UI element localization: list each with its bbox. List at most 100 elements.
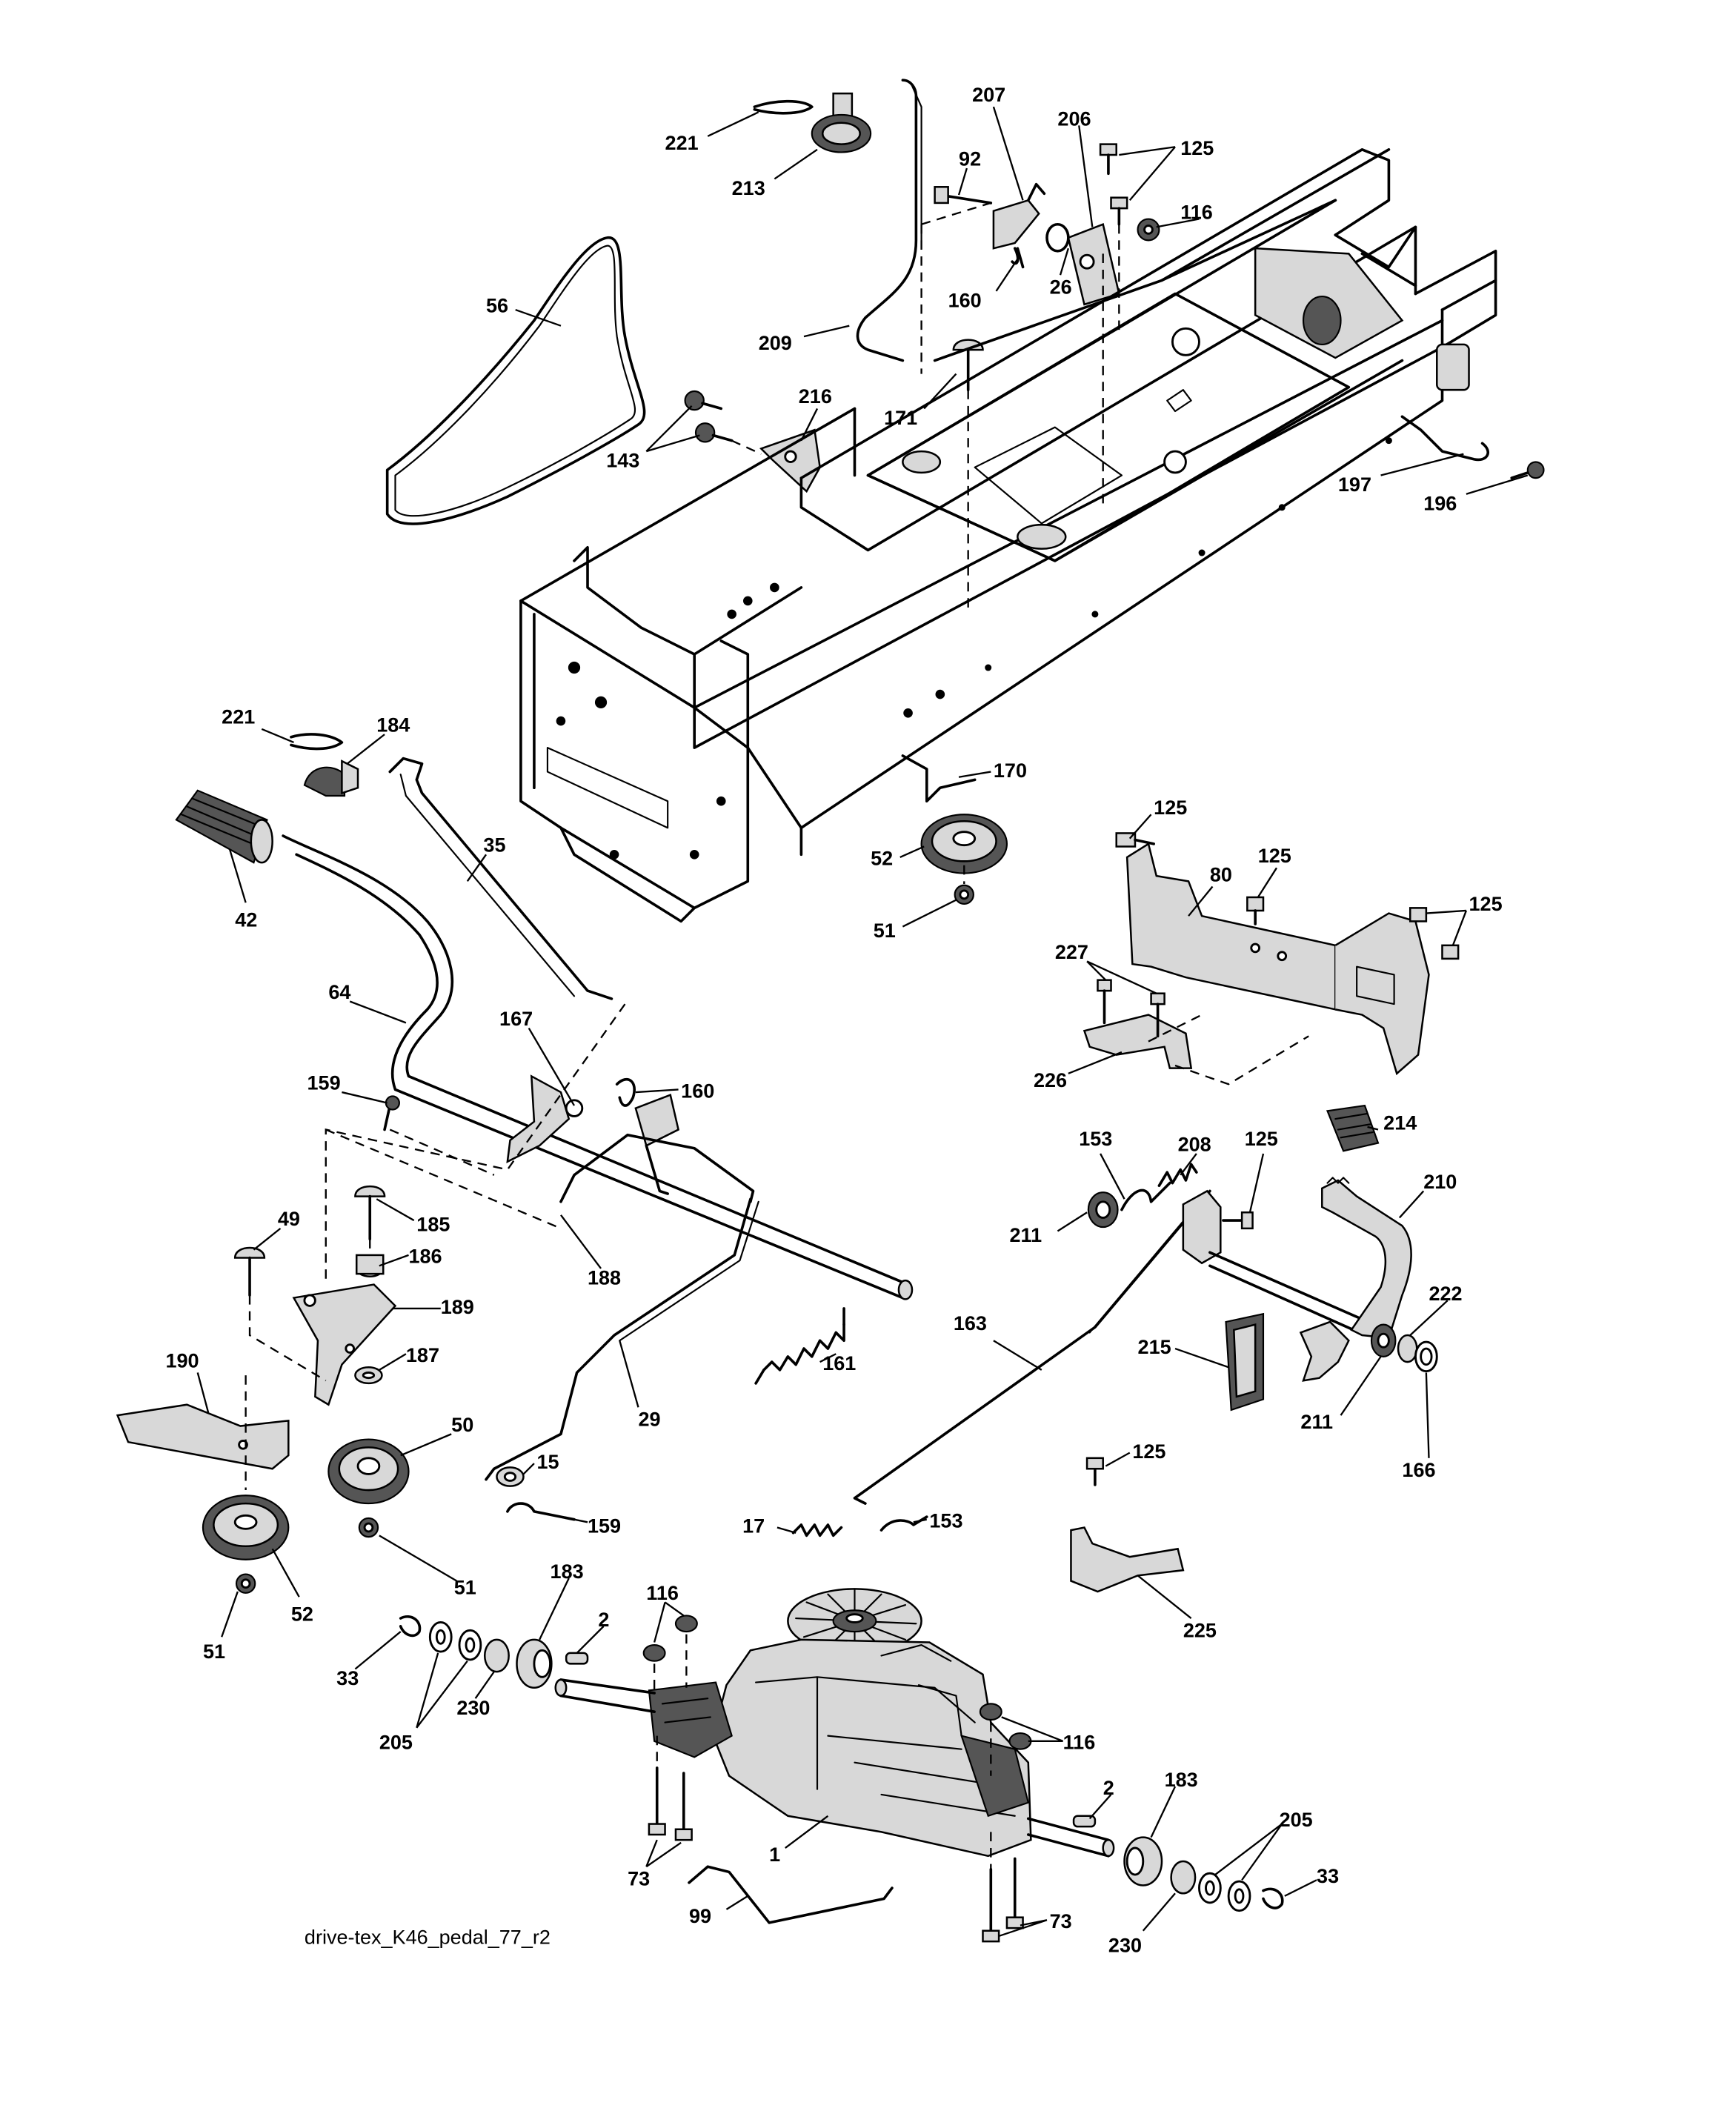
- nut-51-c: [235, 1573, 256, 1594]
- callout-125-d: 125: [1469, 893, 1503, 915]
- lift-rod-209: [856, 79, 922, 362]
- callout-207: 207: [972, 84, 1005, 106]
- callout-2-a: 2: [598, 1609, 609, 1631]
- cap-184: [303, 759, 359, 797]
- bracket-226: [1082, 1014, 1193, 1069]
- callout-49: 49: [278, 1208, 300, 1230]
- bearing-183-b: [1123, 1836, 1163, 1886]
- bolt-73-b: [982, 1857, 1024, 1943]
- callout-206: 206: [1057, 107, 1091, 130]
- assembly-lines-mid-right: [963, 865, 1309, 1086]
- callout-186: 186: [409, 1246, 442, 1268]
- nut-116-top: [1137, 218, 1160, 242]
- clip-33-b: [1262, 1887, 1284, 1909]
- nut-51-b: [358, 1517, 379, 1538]
- callout-211-a: 211: [1010, 1224, 1042, 1246]
- bushing-186: [355, 1254, 385, 1277]
- callout-210: 210: [1423, 1171, 1457, 1193]
- callout-labels: 221 213 56 207 92 206 125 116 160 26 209…: [165, 84, 1502, 1957]
- bracket-pedal: [1299, 1320, 1350, 1382]
- callout-26: 26: [1050, 276, 1072, 298]
- callout-161: 161: [822, 1352, 856, 1374]
- assembly-lines-top: [731, 202, 1120, 614]
- callout-214: 214: [1383, 1112, 1417, 1134]
- pedal-pad-214: [1326, 1104, 1380, 1152]
- carriage-bolt-49: [233, 1246, 266, 1297]
- pedal-arm-210: [1321, 1177, 1412, 1339]
- washer-230-a: [483, 1638, 510, 1673]
- callout-116-top: 116: [1180, 202, 1213, 224]
- callout-160-top: 160: [948, 289, 982, 311]
- drive-belt-56: [385, 236, 646, 525]
- hairpin-clip-221-top: [753, 99, 814, 115]
- callout-99: 99: [689, 1905, 711, 1927]
- pulley-52-a: [920, 814, 1008, 874]
- bolt-92: [934, 186, 993, 205]
- callout-143: 143: [606, 450, 639, 472]
- callout-125-top: 125: [1180, 137, 1214, 159]
- bracket-167: [506, 1074, 584, 1163]
- bolt-125-e: [1222, 1211, 1254, 1230]
- spring-17: [791, 1523, 843, 1537]
- washer-230-b: [1170, 1860, 1197, 1895]
- retaining-ring-26: [1045, 222, 1070, 253]
- spring-clip-160-top: [1011, 247, 1025, 269]
- callout-187: 187: [406, 1344, 439, 1366]
- spring-170: [901, 754, 977, 803]
- callout-209: 209: [759, 332, 792, 354]
- callout-221-top: 221: [665, 132, 699, 154]
- callout-166: 166: [1402, 1459, 1435, 1481]
- pivot-plate-206: [1067, 223, 1120, 306]
- callout-208: 208: [1178, 1133, 1211, 1155]
- screw-143: [684, 390, 734, 443]
- screw-196: [1510, 461, 1545, 479]
- carriage-bolt-185: [354, 1186, 386, 1241]
- callout-52-a: 52: [871, 848, 893, 870]
- callout-125-c: 125: [1258, 845, 1291, 867]
- callout-221-mid: 221: [222, 706, 255, 728]
- callout-153-b: 153: [929, 1510, 962, 1532]
- callout-64: 64: [328, 981, 350, 1003]
- pulley-50: [327, 1438, 410, 1505]
- bushing-211-b: [1370, 1323, 1397, 1357]
- bolt-125-c: [1246, 896, 1265, 925]
- callout-73-b: 73: [1050, 1910, 1072, 1932]
- knob-213: [811, 92, 872, 153]
- bolt-125-d: [1409, 907, 1460, 960]
- washer-205-b: [1198, 1872, 1251, 1912]
- assembly-lines-bottom: [653, 1634, 992, 1869]
- callout-2-b: 2: [1103, 1777, 1114, 1799]
- callout-1: 1: [769, 1844, 780, 1866]
- callout-51-b: 51: [454, 1577, 476, 1599]
- callout-33-a: 33: [336, 1667, 359, 1689]
- spring-161: [754, 1307, 845, 1385]
- grip-42: [175, 789, 273, 864]
- pedal-shaft-64: [282, 834, 914, 1300]
- callout-33-b: 33: [1317, 1865, 1339, 1887]
- spring-clip-160-mid: [615, 1078, 636, 1107]
- guard-190: [116, 1403, 290, 1470]
- callout-116-b: 116: [646, 1582, 679, 1604]
- callout-183-b: 183: [1165, 1769, 1198, 1791]
- bushing-211-a: [1087, 1191, 1119, 1229]
- clip-153-b: [879, 1515, 928, 1532]
- cotter-pin-159: [506, 1502, 576, 1521]
- callout-222: 222: [1429, 1283, 1462, 1305]
- bolt-125-top: [1099, 143, 1128, 226]
- bolt-125-f: [1085, 1457, 1104, 1486]
- callout-171: 171: [884, 407, 917, 429]
- callout-29: 29: [639, 1409, 661, 1431]
- callout-185: 185: [416, 1213, 450, 1235]
- callout-183-a: 183: [551, 1560, 584, 1583]
- washer-15: [496, 1466, 525, 1487]
- callout-35: 35: [483, 834, 505, 857]
- callout-189: 189: [441, 1296, 474, 1318]
- callout-17: 17: [742, 1515, 765, 1537]
- bolt-73-a: [648, 1766, 693, 1841]
- bracket-225: [1070, 1526, 1185, 1593]
- callout-184: 184: [376, 714, 410, 737]
- rod-99: [688, 1865, 894, 1924]
- callout-50: 50: [451, 1414, 473, 1436]
- assembly-lines-mid-left: [245, 1003, 626, 1491]
- callout-213: 213: [732, 177, 765, 199]
